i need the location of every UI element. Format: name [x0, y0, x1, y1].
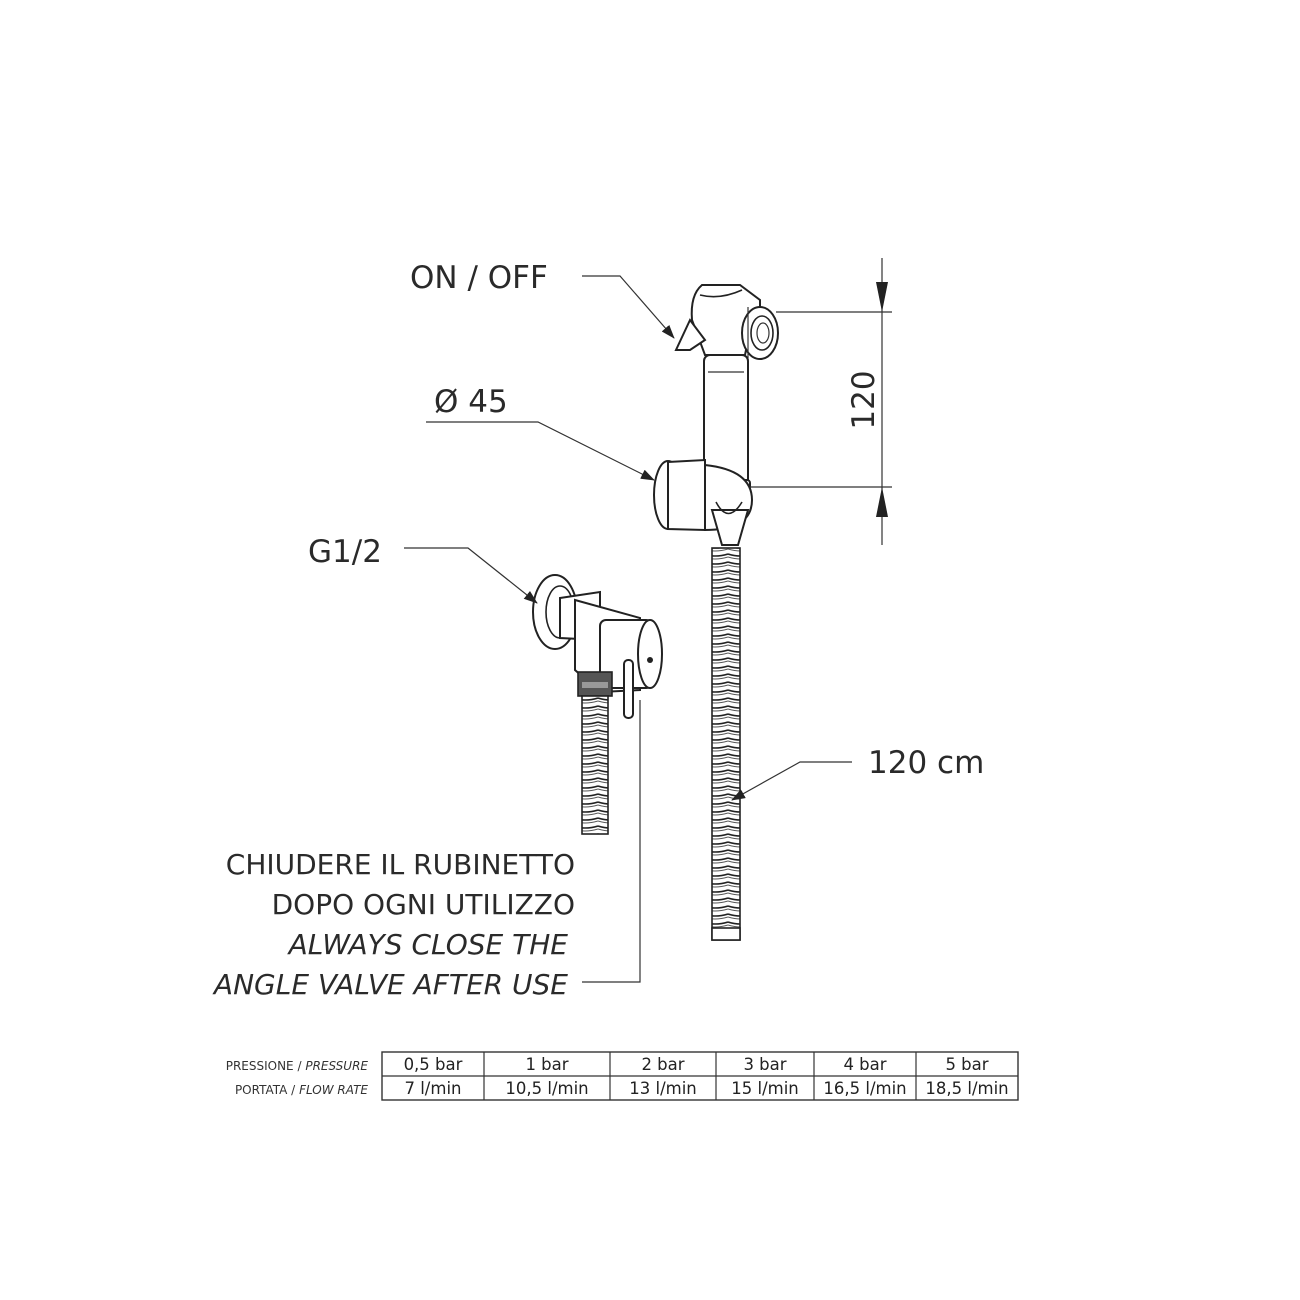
- pressure-row-label-en: PRESSURE: [305, 1059, 368, 1073]
- flow-row-label-it: PORTATA /: [235, 1083, 296, 1097]
- note-en-line1: ALWAYS CLOSE THE: [287, 928, 569, 961]
- wall-holder: [653, 458, 754, 546]
- trigger-lever: [674, 318, 707, 351]
- flow-rate-cell: 16,5 l/min: [823, 1079, 906, 1098]
- diameter-label: Ø 45: [434, 384, 508, 420]
- svg-text:PORTATA / FLOW RATE: PORTATA / FLOW RATE: [235, 1083, 368, 1097]
- flow-rate-cell: 18,5 l/min: [925, 1079, 1008, 1098]
- pressure-cell: 3 bar: [743, 1055, 786, 1074]
- valve-knob: [637, 619, 663, 689]
- flow-row-label-en: FLOW RATE: [299, 1083, 368, 1097]
- on-off-label: ON / OFF: [410, 260, 548, 296]
- callout-on-off: ON / OFF: [410, 260, 675, 339]
- safety-note: CHIUDERE IL RUBINETTO DOPO OGNI UTILIZZO…: [212, 700, 641, 1001]
- sprayer-hose: [711, 547, 741, 941]
- valve-hose: [581, 695, 609, 835]
- pressure-row-label-it: PRESSIONE /: [226, 1059, 303, 1073]
- flow-rate-cell: 15 l/min: [731, 1079, 799, 1098]
- callout-diameter: Ø 45: [426, 384, 655, 481]
- pressure-cell: 5 bar: [945, 1055, 988, 1074]
- flow-rate-cell: 13 l/min: [629, 1079, 697, 1098]
- note-it-line2: DOPO OGNI UTILIZZO: [272, 888, 575, 921]
- hose-length-label: 120 cm: [868, 745, 984, 781]
- height-dimension-label: 120: [846, 370, 882, 429]
- pressure-cell: 2 bar: [641, 1055, 684, 1074]
- height-dimension: 120: [750, 258, 892, 545]
- note-it-line1: CHIUDERE IL RUBINETTO: [226, 848, 575, 881]
- callout-hose-length: 120 cm: [731, 745, 984, 801]
- angle-valve: [532, 574, 663, 719]
- flow-rate-cell: 10,5 l/min: [505, 1079, 588, 1098]
- pressure-cell: 0,5 bar: [404, 1055, 463, 1074]
- thread-label: G1/2: [308, 534, 382, 570]
- note-en-line2: ANGLE VALVE AFTER USE: [212, 968, 568, 1001]
- pressure-cell: 4 bar: [843, 1055, 886, 1074]
- callout-thread: G1/2: [308, 534, 538, 604]
- svg-text:PRESSIONE / PRESSURE: PRESSIONE / PRESSURE: [226, 1059, 369, 1073]
- flow-rate-cell: 7 l/min: [404, 1079, 461, 1098]
- pressure-flow-table: PRESSIONE / PRESSURE PORTATA / FLOW RATE…: [226, 1051, 1019, 1101]
- pressure-cell: 1 bar: [525, 1055, 568, 1074]
